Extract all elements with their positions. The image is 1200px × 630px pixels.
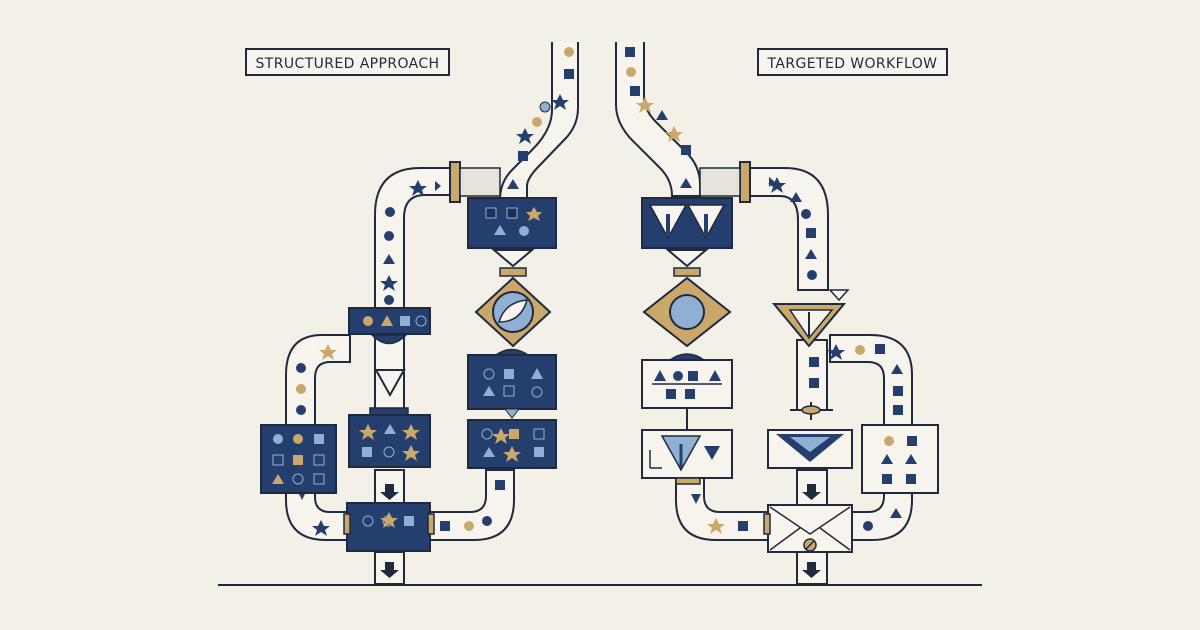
right-envelope-box — [763, 504, 853, 553]
right-sort-box-c — [861, 424, 939, 494]
left-sort-box-right-a — [467, 348, 557, 419]
left-arrows — [380, 484, 399, 578]
right-sort-box-a — [641, 353, 733, 430]
left-sort-box-top — [467, 197, 557, 249]
funnel-arrow — [374, 369, 406, 398]
left-tokens — [296, 47, 574, 536]
targeted-workflow-label: TARGETED WORKFLOW — [757, 48, 948, 76]
funnel — [665, 249, 709, 268]
left-sort-box-right-b — [467, 419, 557, 469]
left-sort-box-big-left — [260, 424, 337, 494]
connector — [499, 267, 527, 277]
connector — [699, 167, 741, 197]
right-arrows — [802, 484, 821, 578]
structured-approach-label: STRUCTURED APPROACH — [245, 48, 450, 76]
left-sort-box-mid — [348, 307, 431, 345]
left-sort-box-center — [348, 407, 431, 468]
right-filter-top — [641, 197, 733, 249]
lens-filter-right — [642, 276, 732, 348]
connector — [459, 167, 501, 197]
funnel — [491, 249, 535, 268]
connector — [739, 161, 751, 203]
right-sort-box-b — [641, 429, 733, 485]
right-triangle-filter — [771, 289, 850, 348]
connector — [673, 267, 701, 277]
connector — [449, 161, 461, 203]
left-sort-box-bottom — [343, 502, 435, 552]
lens-filter-left — [474, 276, 552, 348]
right-filter-center — [767, 402, 853, 469]
